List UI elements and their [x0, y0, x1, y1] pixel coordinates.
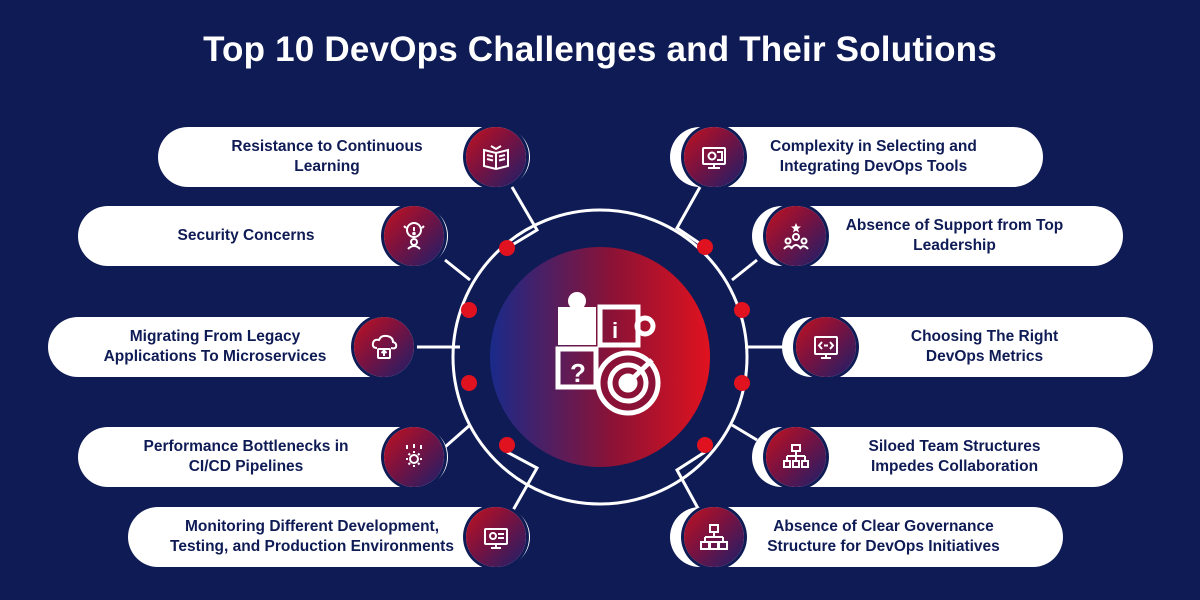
challenge-card-left-3: Migrating From Legacy Applications To Mi…: [48, 317, 416, 377]
org-chart-icon: [766, 427, 826, 487]
challenge-card-left-5: Monitoring Different Development, Testin…: [128, 507, 530, 567]
security-alert-icon: [384, 206, 444, 266]
gear-icon: [384, 427, 444, 487]
challenge-label: Security Concerns: [177, 227, 315, 244]
challenge-label: Absence of Support from Top Leadership: [845, 217, 1064, 254]
tools-screen-icon: [684, 127, 744, 187]
ring-dot: [461, 302, 477, 318]
code-monitor-icon: [796, 317, 856, 377]
monitor-chart-icon: [466, 507, 526, 567]
ring-dot: [697, 239, 713, 255]
connector-left-4: [444, 423, 471, 449]
challenge-label: Migrating From Legacy Applications To Mi…: [103, 328, 327, 365]
challenge-label: Complexity in Selecting and Integrating …: [770, 138, 977, 175]
hierarchy-icon: [684, 507, 744, 567]
team-leader-icon: [766, 206, 826, 266]
challenge-label: Choosing The Right DevOps Metrics: [910, 328, 1059, 365]
challenge-label: Siloed Team Structures Impedes Collabora…: [868, 438, 1041, 475]
challenge-label: Resistance to Continuous Learning: [231, 138, 423, 175]
ring-dot: [499, 437, 515, 453]
connector-right-5: [675, 450, 706, 513]
challenge-label: Performance Bottlenecks in CI/CD Pipelin…: [143, 438, 349, 475]
cloud-upload-icon: [354, 317, 414, 377]
ring-dot: [499, 240, 515, 256]
svg-text:?: ?: [570, 358, 586, 388]
open-book-icon: [466, 127, 526, 187]
puzzle-target-icon: ? i: [555, 292, 661, 416]
connector-right-4: [731, 423, 758, 442]
connector-right-2: [731, 258, 758, 282]
connector-left-2: [444, 258, 471, 282]
svg-text:i: i: [612, 318, 618, 343]
ring-dot: [734, 302, 750, 318]
ring-dot: [697, 437, 713, 453]
challenge-label: Absence of Clear Governance Structure fo…: [767, 518, 1000, 555]
outer-ring: [451, 208, 749, 506]
connector-left-1: [506, 186, 540, 250]
connector-left-5: [506, 450, 540, 513]
page-title: Top 10 DevOps Challenges and Their Solut…: [203, 30, 997, 69]
center-disc: [490, 247, 710, 467]
ring-dot: [461, 375, 477, 391]
challenge-label: Monitoring Different Development, Testin…: [170, 518, 454, 555]
connector-right-1: [675, 186, 706, 249]
ring-dot: [734, 375, 750, 391]
